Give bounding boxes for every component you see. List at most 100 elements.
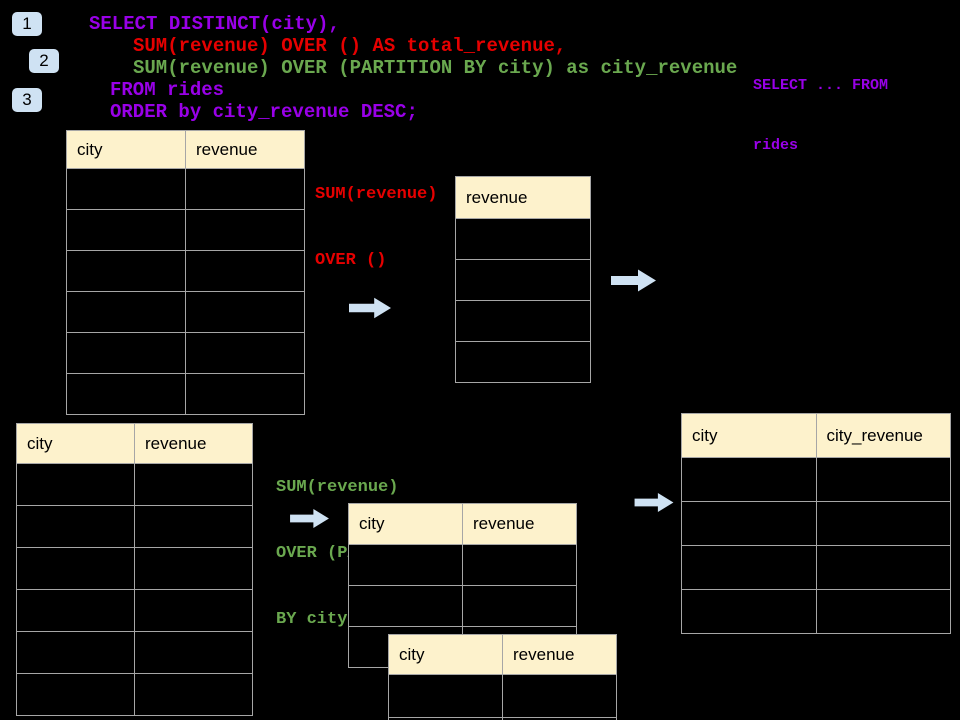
table-cell (455, 259, 591, 301)
table-cell (134, 463, 253, 506)
step-badge-3: 3 (12, 88, 42, 112)
sql-line-sum-over-all: SUM(revenue) OVER () AS total_revenue, (133, 35, 567, 57)
table-row (16, 631, 253, 674)
table-cell (66, 168, 186, 210)
table-cell (815, 457, 951, 502)
table-total-revenue: revenue (455, 176, 591, 383)
table-cell (681, 501, 817, 546)
table-cell (462, 544, 577, 586)
table-cell (681, 545, 817, 590)
table-cell (185, 291, 305, 333)
table-cell (134, 589, 253, 632)
table-cell (16, 673, 135, 716)
table-row (16, 505, 253, 548)
table-row (348, 585, 577, 627)
table-cell (66, 250, 186, 292)
table-row (66, 291, 305, 333)
table-cell (16, 463, 135, 506)
table-cell (134, 673, 253, 716)
table-header-city: city (16, 423, 135, 464)
table-cell (66, 291, 186, 333)
flow-arrow-icon (349, 297, 391, 319)
flow-arrow-icon (290, 509, 329, 528)
table-cell (462, 585, 577, 627)
table-row (66, 373, 305, 415)
table-header-revenue: revenue (185, 130, 305, 169)
table-cell (16, 631, 135, 674)
table-row (455, 218, 591, 260)
flow-arrow-icon (611, 269, 656, 292)
table-cell (16, 505, 135, 548)
table-row (348, 544, 577, 586)
table-row (66, 209, 305, 251)
table-row (681, 501, 951, 546)
table-cell (66, 332, 186, 374)
table-header-city: city (681, 413, 817, 458)
sql-line-sum-over-partition: SUM(revenue) OVER (PARTITION BY city) as… (133, 57, 738, 79)
table-input-top: city revenue (66, 130, 305, 415)
flow-arrow-icon (634, 493, 674, 512)
table-partition-b: city revenue (388, 634, 617, 720)
table-cell (815, 589, 951, 634)
annotation-over-partition-line-1: SUM(revenue) (276, 478, 399, 497)
table-cell (388, 674, 503, 718)
annotation-over-all-line-1: SUM(revenue) (315, 185, 438, 204)
table-row (455, 341, 591, 383)
annotation-over-all-line-2: OVER () (315, 251, 387, 270)
table-cell (348, 544, 463, 586)
sql-line-select: SELECT DISTINCT(city), (89, 13, 340, 35)
table-row (388, 717, 617, 720)
table-cell (134, 631, 253, 674)
table-row (16, 673, 253, 716)
table-header-city: city (66, 130, 186, 169)
table-input-bottom: city revenue (16, 423, 253, 716)
table-header-city: city (348, 503, 463, 545)
table-cell (455, 218, 591, 260)
side-note-select-from-rides: SELECT ... FROM rides (753, 36, 888, 196)
table-partition-a: city revenue (348, 503, 577, 668)
sql-line-from: FROM rides (110, 79, 225, 101)
table-header-city-revenue: city_revenue (815, 413, 951, 458)
side-note-line-1: SELECT ... FROM (753, 77, 889, 94)
table-row (16, 463, 253, 506)
table-cell (16, 589, 135, 632)
table-row (66, 250, 305, 292)
table-cell (134, 547, 253, 590)
table-cell (185, 332, 305, 374)
table-header-revenue: revenue (455, 176, 591, 219)
table-row (455, 259, 591, 301)
step-badge-2: 2 (29, 49, 59, 73)
table-cell (16, 547, 135, 590)
table-cell (185, 250, 305, 292)
side-note-line-2: rides (753, 137, 799, 154)
table-header-revenue: revenue (134, 423, 253, 464)
table-cell (502, 674, 617, 718)
table-cell (681, 457, 817, 502)
table-header-city: city (388, 634, 503, 675)
table-cell (681, 589, 817, 634)
table-header-revenue: revenue (462, 503, 577, 545)
table-cell (66, 373, 186, 415)
annotation-over-partition-line-3: BY city) (276, 610, 358, 629)
table-cell (455, 341, 591, 383)
table-row (16, 589, 253, 632)
table-row (681, 545, 951, 590)
table-row (681, 589, 951, 634)
annotation-over-all: SUM(revenue) OVER () (315, 140, 437, 316)
table-cell (348, 585, 463, 627)
table-row (455, 300, 591, 342)
table-row (681, 457, 951, 502)
table-row (66, 332, 305, 374)
table-cell (185, 168, 305, 210)
step-badge-1: 1 (12, 12, 42, 36)
table-cell (185, 373, 305, 415)
table-row (16, 547, 253, 590)
table-cell (134, 505, 253, 548)
table-row (388, 674, 617, 718)
table-header-revenue: revenue (502, 634, 617, 675)
sql-line-order-by: ORDER by city_revenue DESC; (110, 101, 418, 123)
table-cell (455, 300, 591, 342)
table-cell (185, 209, 305, 251)
table-cell (502, 717, 617, 720)
